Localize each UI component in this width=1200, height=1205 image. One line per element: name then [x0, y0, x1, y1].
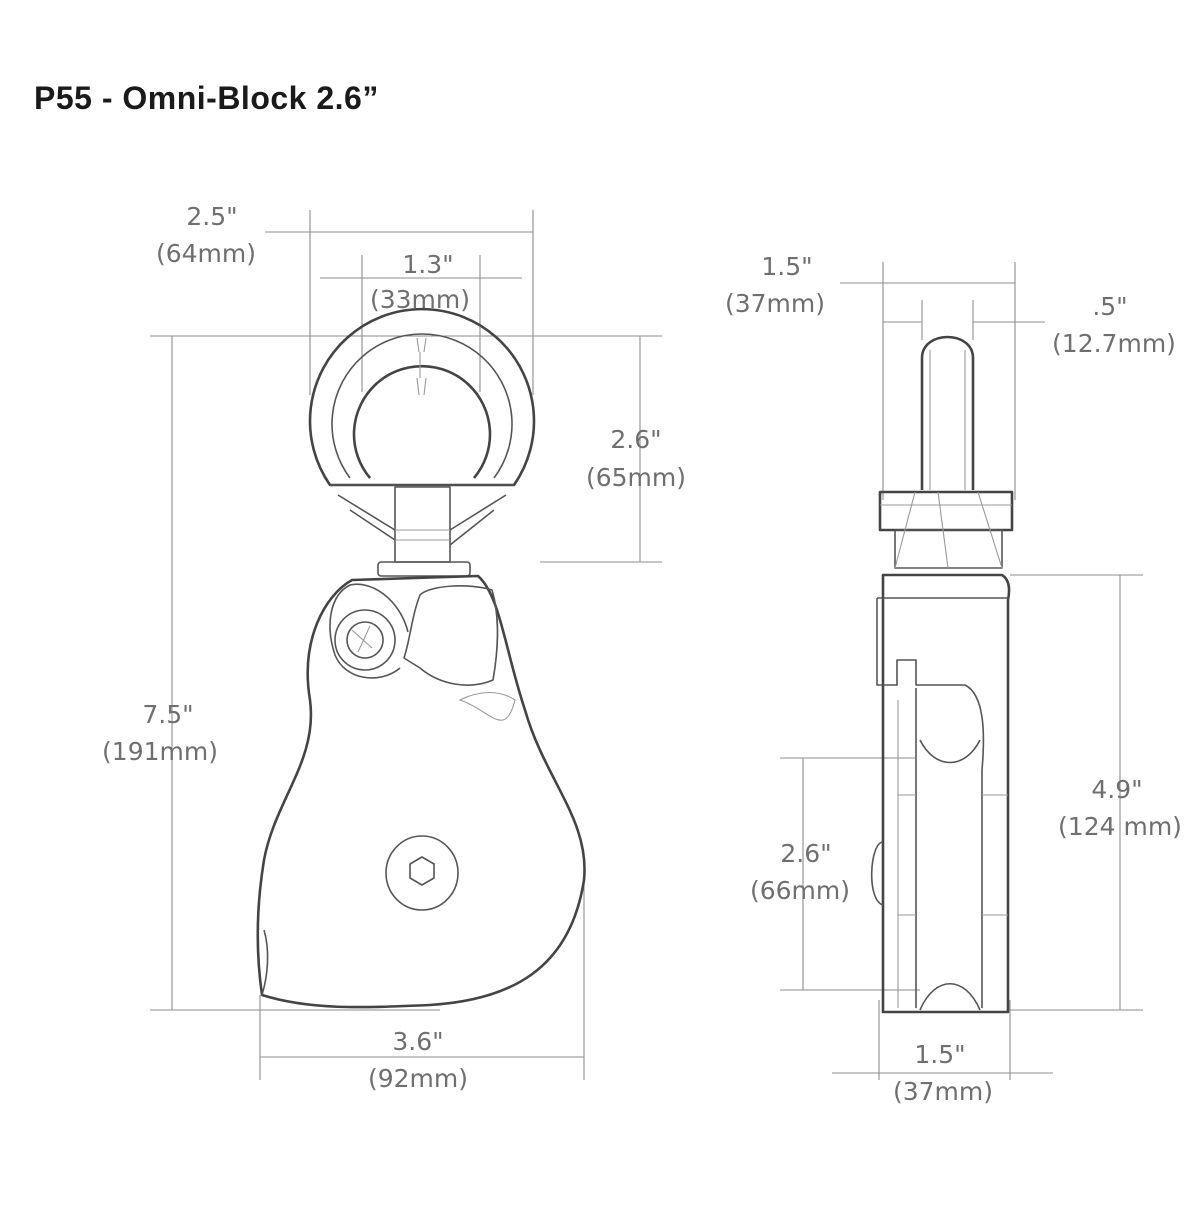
pulley-body-front	[256, 561, 586, 1009]
eye-inner-width-inch: 1.3"	[402, 250, 453, 279]
swivel-height-mm: (65mm)	[586, 463, 686, 492]
overall-height-mm: (191mm)	[102, 737, 218, 766]
swivel-eye-side	[878, 335, 1014, 569]
body-thickness-inch: 1.5"	[914, 1040, 965, 1069]
body-height-inch: 4.9"	[1091, 775, 1142, 804]
eye-width-inch: 1.5"	[761, 252, 812, 281]
front-labels: 2.5" (64mm) 1.3" (33mm) 2.6" (65mm) 7.5"…	[102, 202, 686, 1093]
swivel-height-inch: 2.6"	[610, 425, 661, 454]
eye-width-mm: (37mm)	[725, 289, 825, 318]
eye-inner-width-mm: (33mm)	[370, 285, 470, 314]
eye-thickness-inch: .5"	[1092, 292, 1127, 321]
page-title: P55 - Omni-Block 2.6”	[34, 80, 379, 116]
body-width-inch: 3.6"	[392, 1027, 443, 1056]
body-height-mm: (124 mm)	[1058, 812, 1182, 841]
sheave-diameter-inch: 2.6"	[780, 839, 831, 868]
side-dimension-lines	[780, 262, 1143, 1080]
body-thickness-mm: (37mm)	[893, 1077, 993, 1106]
overall-width-inch: 2.5"	[186, 202, 237, 231]
overall-height-inch: 7.5"	[142, 700, 193, 729]
sheave-diameter-mm: (66mm)	[750, 876, 850, 905]
side-labels: 1.5" (37mm) .5" (12.7mm) 4.9" (124 mm) 2…	[725, 252, 1182, 1106]
overall-width-mm: (64mm)	[156, 239, 256, 268]
pulley-body-side	[870, 573, 1011, 1014]
body-width-mm: (92mm)	[368, 1064, 468, 1093]
swivel-eye-front	[308, 307, 536, 563]
front-dimension-lines	[150, 210, 662, 1080]
eye-thickness-mm: (12.7mm)	[1052, 329, 1176, 358]
